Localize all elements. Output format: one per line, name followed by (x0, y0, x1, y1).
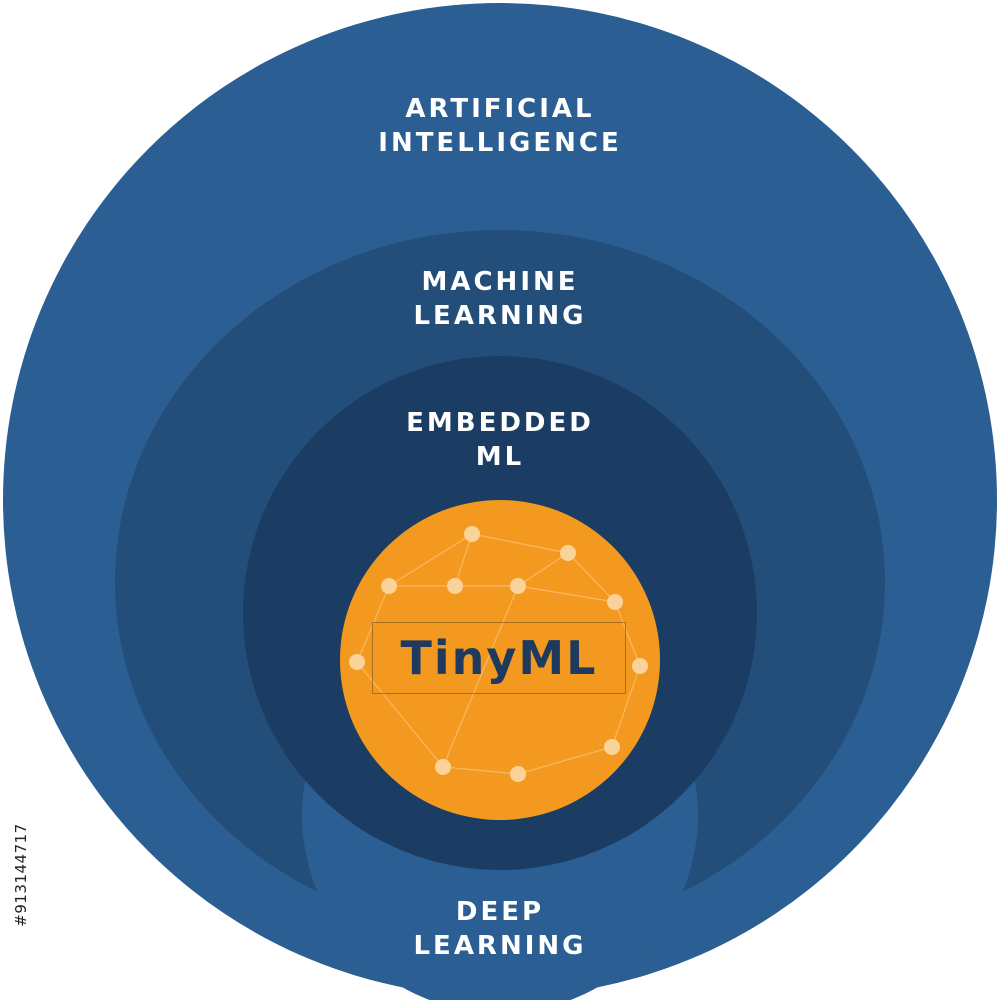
network-link (611, 665, 641, 748)
network-link (356, 661, 444, 768)
network-link (442, 585, 519, 768)
label-deep-learning: DEEP LEARNING (0, 895, 1000, 963)
network-node (604, 739, 620, 755)
stock-id-text: #913144717 (12, 823, 30, 927)
network-node (560, 545, 576, 561)
tinyml-label-frame (372, 622, 626, 694)
network-link (388, 533, 473, 587)
network-link (517, 746, 613, 775)
network-node (607, 594, 623, 610)
label-ml-line-2: LEARNING (413, 301, 587, 331)
stock-id-watermark: #913144717 (10, 770, 32, 980)
label-eml-line-1: EMBEDDED (406, 408, 594, 438)
network-node (447, 578, 463, 594)
label-ai-line-2: INTELLIGENCE (378, 128, 622, 158)
network-link (614, 601, 641, 667)
network-node (510, 578, 526, 594)
neural-network-graphic (349, 526, 648, 782)
network-link (471, 533, 569, 554)
network-link (517, 585, 616, 603)
label-eml-line-2: ML (475, 442, 525, 472)
tinyml-core-circle (340, 500, 660, 820)
network-link (454, 533, 473, 587)
label-dl-line-2: LEARNING (413, 931, 587, 961)
network-node (381, 578, 397, 594)
network-node (349, 654, 365, 670)
network-node (435, 759, 451, 775)
network-link (356, 585, 390, 663)
tinyml-label: TinyML (400, 631, 598, 685)
label-dl-line-1: DEEP (455, 897, 545, 927)
label-ai-line-1: ARTIFICIAL (405, 94, 595, 124)
label-artificial-intelligence: ARTIFICIAL INTELLIGENCE (0, 92, 1000, 160)
network-link (567, 552, 616, 603)
label-ml-line-1: MACHINE (421, 267, 579, 297)
network-node (632, 658, 648, 674)
network-link (517, 552, 569, 587)
network-node (464, 526, 480, 542)
label-machine-learning: MACHINE LEARNING (0, 265, 1000, 333)
label-embedded-ml: EMBEDDED ML (0, 406, 1000, 474)
network-node (510, 766, 526, 782)
network-link (442, 766, 519, 775)
